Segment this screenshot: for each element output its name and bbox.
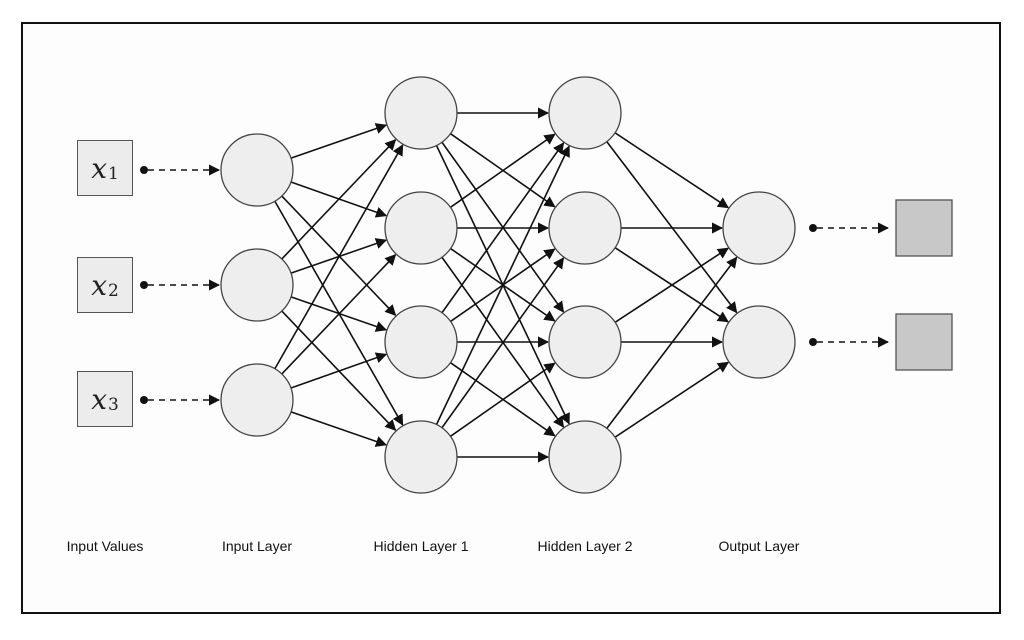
neuron-node — [220, 363, 294, 437]
neuron-node — [384, 305, 458, 379]
connections — [274, 107, 738, 463]
label-hidden-layer-2: Hidden Layer 2 — [537, 538, 633, 554]
connection-edge — [450, 133, 556, 208]
label-output-layer: Output Layer — [718, 538, 800, 554]
connection-edge — [441, 257, 565, 429]
dash-origin-dot — [809, 338, 817, 346]
neuron-node — [384, 76, 458, 150]
neurons — [220, 76, 796, 494]
neuron-node — [548, 420, 622, 494]
dash-origin-dot — [140, 396, 148, 404]
neuron-node — [384, 420, 458, 494]
connection-edge — [281, 138, 397, 260]
neuron-node — [548, 305, 622, 379]
connection-edge — [614, 247, 729, 323]
connection-edge — [281, 253, 397, 375]
input-symbol: x — [91, 268, 107, 302]
neuron-node — [220, 248, 294, 322]
dash-origin-dot — [809, 224, 817, 232]
diagram-frame — [21, 22, 1001, 614]
io-arrows — [140, 164, 890, 406]
connection-edge — [606, 256, 738, 429]
dash-origin-dot — [140, 281, 148, 289]
connection-edge — [435, 145, 570, 425]
input-symbol: x — [91, 382, 107, 416]
connection-edge — [614, 361, 730, 438]
neuron-node — [722, 191, 796, 265]
output-value-box — [895, 313, 953, 371]
input-subscript: 2 — [107, 281, 119, 301]
connection-edge — [290, 123, 388, 159]
input-subscript: 1 — [107, 164, 119, 184]
connection-edge — [606, 141, 738, 314]
connection-edge — [274, 144, 404, 370]
neuron-node — [548, 191, 622, 265]
neuron-node — [220, 133, 294, 207]
connection-edge — [441, 142, 565, 314]
output-values — [895, 199, 953, 371]
connection-edge — [450, 362, 556, 437]
neuron-node — [722, 305, 796, 379]
connection-edge — [290, 352, 388, 389]
output-value-box — [895, 199, 953, 257]
neuron-node — [384, 191, 458, 265]
label-hidden-layer-1: Hidden Layer 1 — [373, 538, 469, 554]
neuron-node — [548, 76, 622, 150]
input-subscript: 3 — [107, 395, 119, 415]
connection-edge — [614, 132, 730, 209]
label-input-layer: Input Layer — [221, 538, 293, 554]
input-symbol: x — [91, 151, 107, 185]
connection-edge — [290, 296, 388, 332]
label-input-values: Input Values — [66, 538, 144, 554]
dash-origin-dot — [140, 166, 148, 174]
connection-edge — [290, 411, 388, 447]
